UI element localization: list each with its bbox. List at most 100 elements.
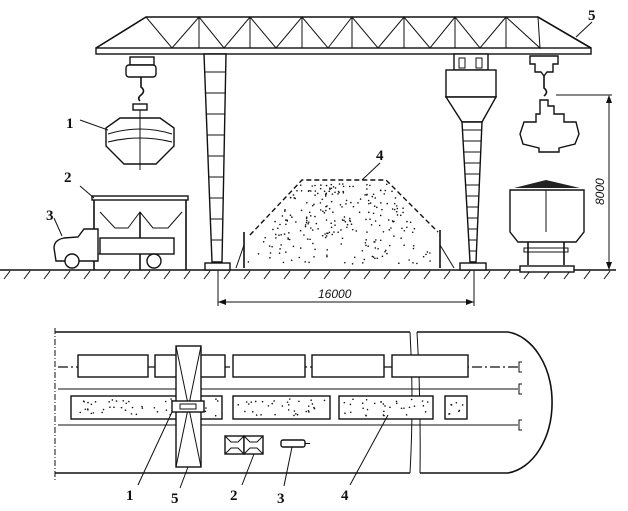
pile-dot <box>385 249 387 252</box>
pile-dot <box>153 406 156 409</box>
pile-dot <box>384 405 386 407</box>
pile-dot <box>413 227 416 230</box>
pile-dot <box>286 219 288 221</box>
pile-dot <box>396 214 399 216</box>
trolley-frame <box>179 403 197 410</box>
pile-dot <box>267 405 270 407</box>
pile-dot <box>214 414 217 417</box>
pile-dot <box>377 247 379 250</box>
pile-dot <box>131 406 134 409</box>
pile-dot <box>392 220 395 223</box>
pile-dot <box>413 405 416 407</box>
label-stockpile: 4 <box>376 148 384 164</box>
pile-dot <box>313 256 315 258</box>
pile-dot <box>288 232 290 234</box>
pile-dot <box>245 401 248 403</box>
pile-dot <box>367 199 370 202</box>
pile-dot <box>130 413 133 415</box>
pile-dot <box>344 220 347 223</box>
pile-dot <box>165 409 168 411</box>
leader-1 <box>137 411 173 486</box>
pile-dot <box>244 410 246 413</box>
hatch-mark <box>143 270 151 280</box>
pile-dot <box>340 229 342 231</box>
pile-dot <box>316 192 319 195</box>
pile-dot <box>324 209 327 212</box>
pile-dot <box>101 411 103 414</box>
hatch-mark <box>243 270 251 280</box>
pile-dot <box>425 253 427 256</box>
pile-dot <box>307 409 310 412</box>
label-magnet: 1 <box>66 116 74 132</box>
pile-dot <box>374 247 377 249</box>
hatch-mark <box>323 270 331 280</box>
pile-dot <box>305 410 308 413</box>
span-dimension: 16000 <box>318 287 352 301</box>
hatch-mark <box>203 270 211 280</box>
pile-dot <box>289 196 292 199</box>
truck-wheel <box>64 253 80 269</box>
pile-dot <box>422 255 425 258</box>
pile-dot <box>378 224 381 227</box>
pile-dot <box>278 252 281 254</box>
leader-1 <box>79 119 109 131</box>
hatch-mark <box>103 270 111 280</box>
hook-icon <box>543 76 548 97</box>
magnet-hanger <box>132 103 148 111</box>
pile-dot <box>271 245 273 248</box>
pile-dot <box>400 407 403 410</box>
truss-chord <box>95 16 592 49</box>
pile-dot <box>342 190 345 193</box>
pile-dot <box>281 405 284 407</box>
right-leg-rungs <box>462 129 482 252</box>
plan-view: 1 5 2 3 4 <box>54 328 553 507</box>
pile-dot <box>334 191 336 194</box>
pile-dot <box>135 413 138 416</box>
pile-dot <box>332 186 335 188</box>
pile-dot <box>269 257 271 259</box>
pile-dot <box>324 193 327 196</box>
pile-dot <box>351 262 354 265</box>
pile-dot <box>343 216 346 218</box>
height-dimension: 8000 <box>593 178 607 205</box>
pile-dot <box>291 216 293 218</box>
pile-dot <box>292 245 295 248</box>
pile-dot <box>405 414 408 416</box>
pile-dot <box>326 254 328 256</box>
pile-dot <box>156 410 159 413</box>
pile-dot <box>287 409 290 411</box>
pile-dot <box>385 183 388 186</box>
hatch-mark <box>383 270 391 280</box>
pile-dot <box>308 411 310 413</box>
pile-dot <box>346 226 348 229</box>
left-leg <box>203 53 227 263</box>
pile-dot <box>292 194 295 196</box>
pile-dot <box>314 194 316 196</box>
pile-dot <box>390 227 392 229</box>
wagon-plan <box>232 354 306 378</box>
plan-label-shed: 2 <box>230 488 238 504</box>
pile-dot <box>92 412 95 414</box>
pile-dot <box>349 217 351 220</box>
pile-dot <box>326 249 329 251</box>
pile-dot <box>300 189 303 192</box>
pile-dot <box>300 209 303 212</box>
pile-dot <box>306 238 309 240</box>
pile-dot <box>279 248 281 250</box>
wagon-body <box>509 189 585 243</box>
stockpiles-plan <box>70 395 468 420</box>
hatch-mark <box>263 270 271 280</box>
pile-dot <box>288 398 291 400</box>
pile-dot <box>401 227 403 230</box>
hopper-lines <box>224 435 264 455</box>
machinery-box <box>445 69 497 98</box>
leader-4 <box>361 162 381 181</box>
elevation-view: 5 1 8000 <box>0 8 616 306</box>
pile-dot <box>361 249 364 252</box>
pile-dot <box>296 189 298 192</box>
pile-dot <box>362 407 364 410</box>
plan-label-truck: 3 <box>277 491 285 507</box>
pile-dot <box>381 208 383 211</box>
hatch-mark <box>123 270 131 280</box>
pile-dot <box>383 414 385 417</box>
